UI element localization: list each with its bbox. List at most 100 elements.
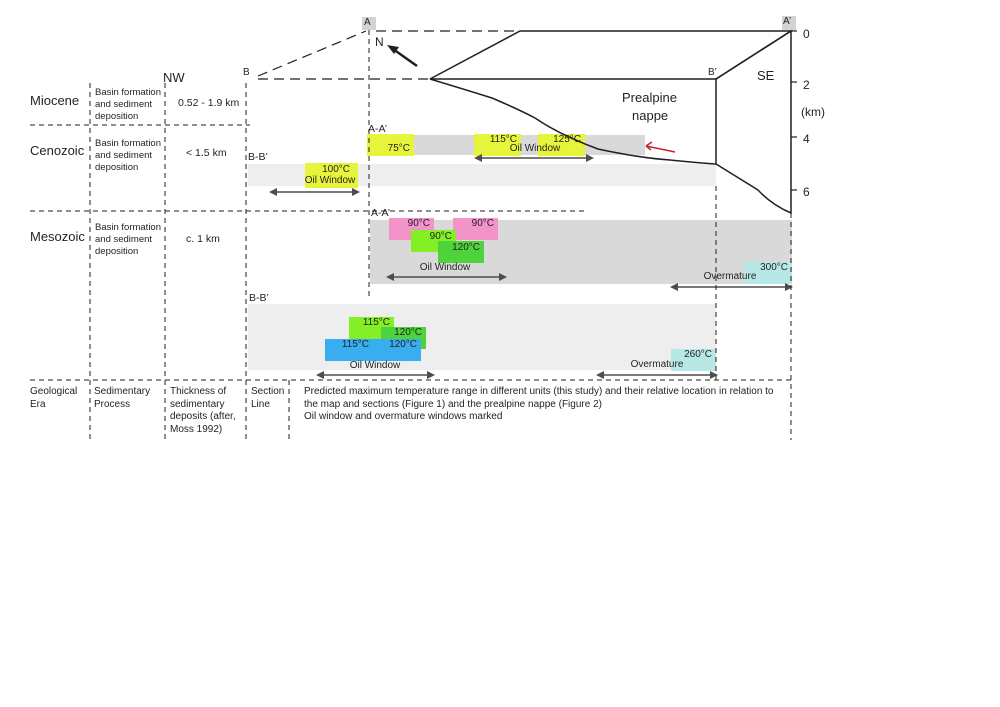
section-label-meso-aa: A-A’ (371, 207, 391, 219)
section-label-ceno-bb: B-B’ (248, 151, 268, 163)
point-b-label: B (243, 67, 250, 78)
se-label: SE (757, 68, 775, 83)
oil-window-label-meso-aa: Oil Window (419, 262, 471, 273)
temp-box-meso-bb-115b (325, 339, 373, 361)
section-line-b-to-a (257, 30, 367, 77)
process-miocene-line2: and sediment (95, 98, 153, 110)
process-mesozoic: Basin formation and sediment deposition (95, 222, 161, 258)
depth-label-0: 0 (803, 27, 810, 41)
header-geological-era-line1: Geological (30, 386, 78, 397)
process-mesozoic-line2: and sediment (95, 233, 153, 245)
thrust-arrowhead (645, 141, 653, 151)
process-miocene-line3: deposition (95, 110, 139, 122)
header-description-line2: the map and sections (Figure 1) and the … (304, 398, 602, 410)
temp-label-meso-aa-90b: 90°C (471, 218, 494, 229)
oil-window-label-ceno-aa: Oil Window (509, 143, 561, 154)
temp-label-meso-bb-120a: 120°C (394, 327, 422, 338)
temp-label-meso-bb-120b: 120°C (389, 339, 417, 350)
header-description-line3: Oil window and overmature windows marked (304, 411, 503, 422)
temp-label-ceno-aa-115: 115°C (489, 134, 517, 145)
process-mesozoic-line3: deposition (95, 245, 139, 257)
section-label-meso-bb: B-B’ (249, 292, 269, 304)
point-a-prime-box (782, 16, 796, 30)
oil-window-label-ceno-bb: Oil Window (304, 175, 356, 186)
header-description-line1: Predicted maximum temperature range in d… (304, 386, 774, 397)
temp-box-ceno-aa-75 (367, 134, 414, 156)
thickness-cenozoic: < 1.5 km (186, 147, 227, 159)
row-dividers (30, 124, 792, 381)
overmature-label-meso-bb: Overmature (630, 359, 684, 370)
north-label: N (375, 35, 384, 49)
header-geological-era-line2: Era (30, 398, 46, 410)
process-cenozoic: Basin formation and sediment deposition (95, 138, 161, 174)
temp-box-meso-bb-120b (373, 339, 421, 361)
north-arrowhead (387, 45, 399, 54)
temp-label-meso-aa-300: 300°C (760, 262, 788, 273)
temp-box-meso-aa-120 (438, 241, 484, 263)
header-sedimentary-process-line2: Process (94, 398, 131, 410)
nappe-block-diagram (257, 29, 794, 215)
temp-box-ceno-aa-115 (474, 134, 521, 156)
point-b-prime-label: B’ (708, 67, 717, 78)
header-thickness-line4: Moss 1992) (170, 423, 223, 435)
thickness-miocene: 0.52 - 1.9 km (178, 97, 240, 109)
temp-label-meso-bb-260: 260°C (684, 349, 712, 360)
process-miocene-line1: Basin formation (95, 87, 162, 98)
nappe-right-face (715, 29, 792, 215)
process-mesozoic-line1: Basin formation (95, 222, 162, 233)
temp-box-meso-bb-260 (671, 349, 716, 371)
nappe-label-line1: Prealpine (622, 90, 677, 105)
nappe-label-line2: nappe (632, 108, 669, 123)
header-description: Predicted maximum temperature range in d… (304, 386, 774, 424)
depth-unit-label: (km) (801, 105, 825, 119)
header-section-line-line1: Section (251, 386, 285, 397)
process-cenozoic-line2: and sediment (95, 149, 153, 161)
point-a-prime-label: A’ (783, 16, 792, 27)
depth-label-2: 2 (803, 78, 810, 92)
header-section-line: Section Line (251, 386, 284, 411)
process-cenozoic-line1: Basin formation (95, 138, 162, 149)
header-thickness-line3: deposits (after, (170, 411, 236, 422)
thickness-mesozoic: c. 1 km (186, 233, 220, 245)
point-a-label: A (364, 17, 371, 28)
section-label-ceno-aa: A-A’ (368, 123, 388, 135)
temp-label-ceno-aa-125: 125°C (553, 134, 581, 145)
era-cenozoic: Cenozoic (30, 143, 85, 158)
header-thickness-line2: sedimentary (170, 398, 225, 410)
point-a-box (362, 17, 376, 30)
nappe-base-thrust (429, 78, 717, 165)
depth-scale-ticks (791, 30, 797, 191)
band-cenozoic-bb (248, 164, 716, 186)
header-thickness-line1: Thickness of (170, 386, 227, 397)
depth-label-4: 4 (803, 132, 810, 146)
temp-box-ceno-bb-100 (305, 163, 358, 188)
nappe-top-surface (429, 30, 794, 80)
thrust-direction-arrow (645, 145, 676, 153)
column-dividers (89, 30, 792, 440)
temp-label-meso-bb-115b: 115°C (341, 339, 369, 350)
overmature-label-meso-aa: Overmature (703, 271, 757, 282)
process-cenozoic-line3: deposition (95, 161, 139, 173)
north-arrow (392, 47, 418, 68)
era-mesozoic: Mesozoic (30, 229, 85, 244)
nw-label: NW (163, 70, 185, 85)
header-section-line-line2: Line (251, 398, 270, 410)
temp-label-meso-aa-90c: 90°C (429, 231, 452, 242)
header-geological-era: Geological Era (30, 386, 77, 411)
process-miocene: Basin formation and sediment deposition (95, 87, 161, 123)
temp-box-meso-aa-90b (453, 218, 498, 240)
temp-label-ceno-aa-75: 75°C (387, 143, 410, 154)
era-miocene: Miocene (30, 93, 80, 108)
temp-box-meso-aa-300 (744, 262, 792, 284)
header-sedimentary-process-line1: Sedimentary (94, 386, 151, 397)
header-thickness: Thickness of sedimentary deposits (after… (170, 386, 236, 436)
oil-window-label-meso-bb: Oil Window (349, 360, 401, 371)
temp-label-meso-bb-115a: 115°C (362, 317, 390, 328)
temp-label-meso-aa-120: 120°C (452, 242, 480, 253)
temp-label-ceno-bb-100: 100°C (322, 164, 350, 175)
depth-label-6: 6 (803, 185, 810, 199)
temp-label-meso-aa-90a: 90°C (407, 218, 430, 229)
header-sedimentary-process: Sedimentary Process (94, 386, 150, 411)
